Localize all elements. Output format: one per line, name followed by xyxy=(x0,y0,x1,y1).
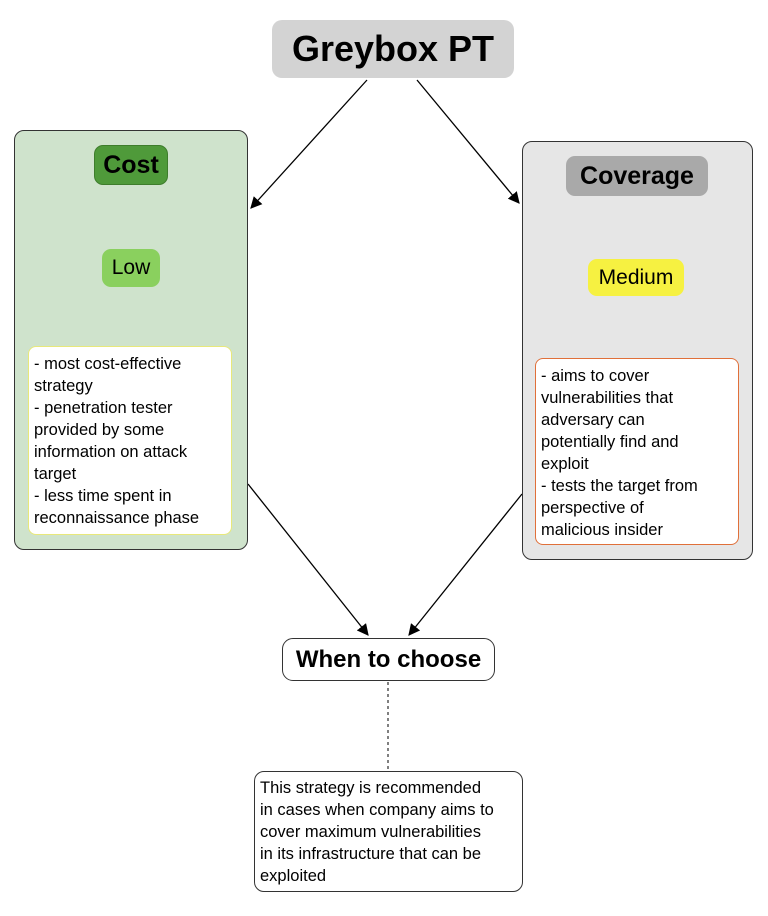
recommendation-text: This strategy is recommended in cases wh… xyxy=(254,771,523,892)
cost-description: - most cost-effective strategy - penetra… xyxy=(28,346,232,535)
arrow-cost-to-when xyxy=(247,483,369,636)
diagram-title: Greybox PT xyxy=(272,20,514,78)
cost-heading: Cost xyxy=(94,145,168,185)
coverage-description: - aims to cover vulnerabilities that adv… xyxy=(535,358,739,545)
coverage-heading: Coverage xyxy=(566,156,708,196)
when-to-choose-heading: When to choose xyxy=(282,638,495,681)
arrow-coverage-to-when xyxy=(408,493,523,636)
arrow-title-to-cost xyxy=(250,79,368,209)
arrow-title-to-coverage xyxy=(416,79,520,204)
cost-level-badge: Low xyxy=(102,249,160,287)
coverage-level-badge: Medium xyxy=(588,259,684,296)
